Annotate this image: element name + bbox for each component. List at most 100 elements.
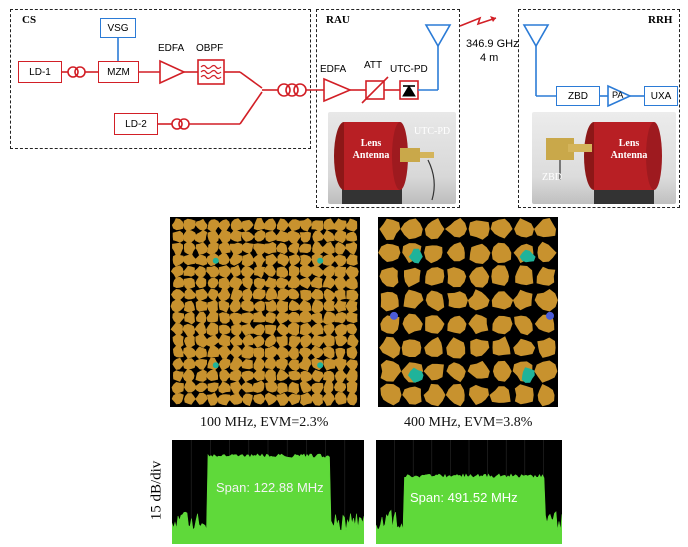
constellation-cluster — [321, 241, 335, 255]
constellation-cluster — [265, 312, 276, 324]
constellation-cluster — [172, 242, 184, 256]
constellation-cluster — [241, 312, 255, 325]
constellation-cluster — [206, 322, 219, 336]
pilot-symbol — [408, 248, 423, 264]
rau-hardware-photo: Lens Antenna UTC-PD — [328, 112, 456, 204]
constellation-cluster — [514, 218, 535, 238]
constellation-cluster — [323, 322, 335, 336]
constellation-cluster — [299, 310, 313, 323]
constellation-cluster — [490, 218, 513, 239]
constellation-cluster — [288, 381, 300, 395]
constellation-cluster — [276, 218, 290, 232]
constellation-cluster — [170, 322, 183, 336]
constellation-cluster — [172, 254, 185, 267]
constellation-cluster — [195, 334, 209, 348]
constellation-cluster — [300, 392, 313, 406]
ld1-label: LD-1 — [29, 66, 51, 78]
constellation-cluster — [195, 218, 208, 231]
pilot-symbol — [519, 249, 536, 263]
constellation-cluster — [229, 369, 242, 382]
constellation-cluster — [346, 345, 358, 360]
constellation-cluster — [182, 323, 195, 337]
constellation-cluster — [322, 265, 336, 278]
constellation-cluster — [240, 359, 253, 370]
constellation-cluster — [182, 229, 197, 243]
mzm-label: MZM — [107, 66, 130, 78]
constellation-100mhz — [170, 217, 360, 407]
constellation-cluster — [537, 241, 557, 263]
constellation-cluster — [253, 357, 266, 372]
constellation-cluster — [322, 346, 335, 360]
constellation-cluster — [217, 219, 231, 232]
constellation-cluster — [312, 230, 325, 244]
obpf-label: OBPF — [196, 43, 224, 54]
constellation-cluster — [183, 218, 196, 232]
constellation-cluster — [378, 243, 401, 262]
constellation-cluster — [491, 242, 512, 264]
constellation-cluster — [286, 230, 301, 244]
edfa-rau-label: EDFA — [320, 64, 347, 75]
constellation-cluster — [265, 287, 278, 301]
constellation-cluster — [195, 299, 208, 312]
constellation-cluster — [300, 254, 312, 266]
constellation-cluster — [207, 382, 219, 393]
constellation-cluster — [242, 276, 253, 290]
constellation-cluster — [276, 334, 288, 348]
constellation-cluster — [241, 323, 255, 336]
constellation-cluster — [345, 299, 358, 314]
constellation-cluster — [240, 381, 254, 393]
constellation-cluster — [219, 324, 231, 335]
pilot-symbol — [317, 362, 324, 369]
constellation-cluster — [345, 276, 358, 290]
constellation-cluster — [298, 243, 312, 254]
zbd-label: ZBD — [568, 90, 588, 102]
constellation-cluster — [468, 314, 489, 335]
constellation-cluster — [514, 315, 533, 336]
constellation-cluster — [323, 335, 335, 347]
constellation-cluster — [218, 241, 231, 255]
constellation-cluster — [288, 370, 302, 381]
constellation-cluster — [310, 382, 324, 395]
constellation-cluster — [171, 382, 184, 395]
rau-utcpd-photo-label: UTC-PD — [414, 126, 451, 137]
spectrum-right: Span: 491.52 MHz — [376, 440, 562, 544]
constellation-cluster — [230, 264, 241, 278]
constellation-cluster — [425, 315, 445, 334]
spectrum-trace — [172, 453, 364, 544]
constellation-cluster — [254, 229, 266, 242]
constellation-cluster — [333, 254, 347, 266]
constellation-cluster — [184, 380, 197, 393]
constellation-cluster — [240, 370, 255, 383]
constellation-cluster — [194, 254, 208, 266]
spectrum-ylabel: 15 dB/div — [146, 440, 170, 544]
ld2-label: LD-2 — [125, 118, 147, 130]
constellation-cluster — [310, 345, 324, 359]
constellation-cluster — [300, 370, 313, 383]
constellation-cluster — [424, 336, 443, 357]
constellation-cluster — [298, 357, 312, 372]
constellation-cluster — [322, 276, 336, 289]
constellation-cluster — [493, 360, 512, 382]
constellation-cluster — [195, 288, 209, 301]
constellation-cluster — [264, 392, 278, 406]
constellation-cluster — [263, 264, 276, 277]
constellation-cluster — [194, 229, 208, 243]
constellation-cluster — [205, 369, 218, 381]
constellation-cluster — [425, 290, 445, 312]
constellation-cluster — [346, 289, 359, 302]
constellation-cluster — [207, 219, 221, 232]
constellation-cluster — [346, 254, 358, 266]
constellation-cluster — [489, 386, 511, 403]
constellation-cluster — [183, 300, 195, 313]
constellation-cluster — [253, 218, 266, 231]
constellation-cluster — [447, 291, 468, 309]
constellation-cluster — [206, 241, 219, 256]
constellation-cluster — [424, 218, 445, 240]
constellation-400mhz-caption: 400 MHz, EVM=3.8% — [404, 415, 533, 430]
constellation-cluster — [335, 347, 346, 360]
constellation-cluster — [242, 288, 253, 302]
constellation-cluster — [276, 266, 288, 278]
constellation-cluster — [252, 369, 265, 382]
constellation-cluster — [218, 312, 230, 324]
constellation-cluster — [264, 241, 277, 255]
